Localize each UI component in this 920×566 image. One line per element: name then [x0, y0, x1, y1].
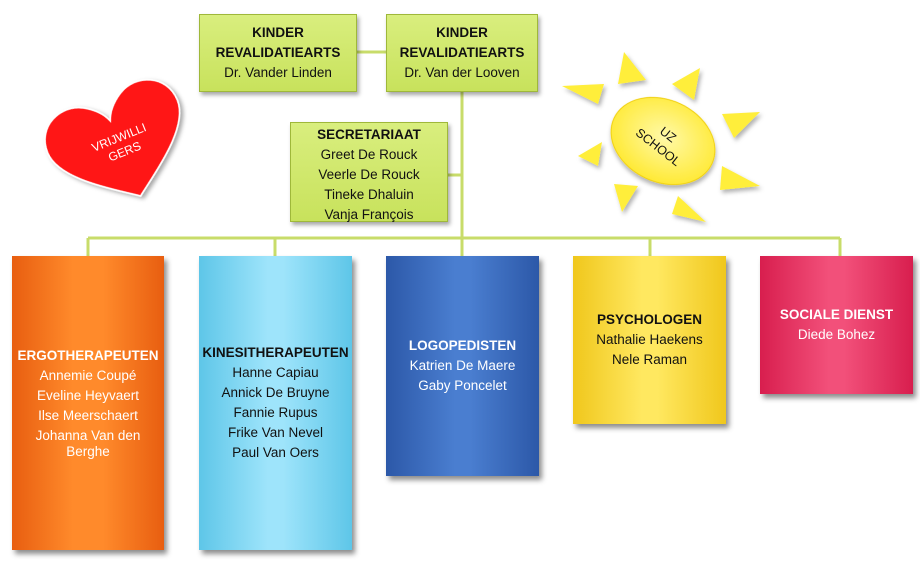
secretariaat-member: Tineke Dhaluin: [324, 187, 414, 202]
dept-member: Nele Raman: [611, 352, 688, 367]
dept-member: Eveline Heyvaert: [36, 388, 140, 403]
head-2-title: KINDER REVALIDATIEARTS: [399, 25, 525, 60]
dept-kine-members: Hanne Capiau Annick De Bruyne Fannie Rup…: [221, 363, 329, 463]
secretariaat-title: SECRETARIAAT: [317, 127, 421, 142]
dept-ergo-members: Annemie Coupé Eveline Heyvaert Ilse Meer…: [12, 366, 164, 460]
head-box-1: KINDER REVALIDATIEARTS Dr. Vander Linden: [199, 14, 357, 92]
dept-member: Hanne Capiau: [232, 365, 319, 380]
head-1-name: Dr. Vander Linden: [224, 65, 332, 80]
dept-logo-members: Katrien De Maere Gaby Poncelet: [410, 356, 516, 396]
dept-psychologen: PSYCHOLOGEN Nathalie Haekens Nele Raman: [573, 256, 726, 424]
dept-sociale-dienst: SOCIALE DIENST Diede Bohez: [760, 256, 913, 394]
dept-kinesitherapeuten: KINESITHERAPEUTEN Hanne Capiau Annick De…: [199, 256, 352, 550]
dept-member: Annemie Coupé: [39, 368, 137, 383]
dept-soc-title: SOCIALE DIENST: [779, 307, 894, 322]
secretariaat-member: Greet De Rouck: [320, 147, 418, 162]
dept-member: Johanna Van den Berghe: [35, 428, 141, 459]
dept-member: Diede Bohez: [797, 327, 876, 342]
dept-logo-title: LOGOPEDISTEN: [408, 338, 517, 353]
dept-psy-title: PSYCHOLOGEN: [596, 312, 702, 327]
sun-rays: [562, 52, 760, 222]
dept-ergo-title: ERGOTHERAPEUTEN: [17, 348, 159, 363]
dept-member: Nathalie Haekens: [596, 332, 703, 347]
dept-member: Gaby Poncelet: [418, 378, 507, 393]
dept-psy-members: Nathalie Haekens Nele Raman: [596, 330, 703, 370]
dept-member: Paul Van Oers: [232, 445, 319, 460]
secretariaat-member: Vanja François: [324, 207, 414, 222]
head-box-2: KINDER REVALIDATIEARTS Dr. Van der Loove…: [386, 14, 538, 92]
dept-kine-title: KINESITHERAPEUTEN: [202, 345, 349, 360]
head-1-title: KINDER REVALIDATIEARTS: [215, 25, 341, 60]
head-2-name: Dr. Van der Looven: [404, 65, 520, 80]
dept-member: Frike Van Nevel: [227, 425, 324, 440]
dept-ergotherapeuten: ERGOTHERAPEUTEN Annemie Coupé Eveline He…: [12, 256, 164, 550]
dept-member: Fannie Rupus: [233, 405, 318, 420]
dept-logopedisten: LOGOPEDISTEN Katrien De Maere Gaby Ponce…: [386, 256, 539, 476]
dept-soc-members: Diede Bohez: [798, 325, 875, 345]
dept-member: Ilse Meerschaert: [38, 408, 138, 423]
secretariaat-box: SECRETARIAAT Greet De Rouck Veerle De Ro…: [290, 122, 448, 222]
dept-member: Annick De Bruyne: [221, 385, 330, 400]
sun-icon: [610, 96, 716, 186]
secretariaat-member: Veerle De Rouck: [318, 167, 420, 182]
heart-icon: [44, 79, 181, 197]
dept-member: Katrien De Maere: [409, 358, 516, 373]
secretariaat-members: Greet De Rouck Veerle De Rouck Tineke Dh…: [318, 145, 419, 225]
